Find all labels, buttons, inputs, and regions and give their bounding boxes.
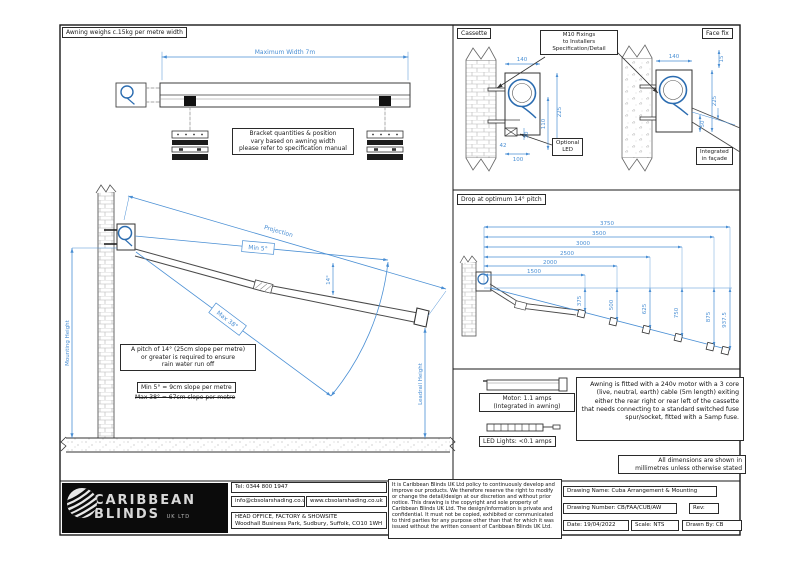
pitch-note-line3: rain water run off (161, 361, 215, 368)
drop-panel-title: Drop at optimum 14° pitch (457, 194, 546, 206)
bracket-detail-left (171, 130, 209, 160)
motor-label: Motor: 1.1 amps (Integrated in awning) (479, 393, 575, 412)
motor-label-line1: Motor: 1.1 amps (502, 395, 552, 402)
brand-line2-text: BLINDS (93, 507, 161, 522)
dim-pitch-angle: 14° (326, 275, 332, 285)
rev-box: Rev: (689, 503, 719, 514)
bracket-note-line1: Bracket quantities & position (249, 130, 337, 137)
pitch-note: A pitch of 14° (25cm slope per metre) or… (120, 344, 256, 371)
integrated-facade-label: Integrated in façade (696, 147, 733, 165)
min-slope-note: Min 5° = 9cm slope per metre (137, 382, 236, 394)
dims-note-line2: millimetres unless otherwise stated (635, 464, 742, 472)
dims-note-line1: All dimensions are shown in (658, 457, 742, 464)
drawing-name-box: Drawing Name: Cuba Arrangement & Mountin… (563, 486, 717, 497)
dim-proj-2500: 2500 (560, 251, 574, 257)
dim-drop-875: 875 (706, 311, 712, 322)
facade-line1: Integrated (700, 149, 729, 155)
email-box[interactable]: info@cbsolarshading.co.uk (231, 496, 305, 507)
led-label: LED Lights: <0.1 amps (479, 436, 556, 448)
cassette-detail: 140 225 110 100 30 42 (465, 46, 563, 172)
led-strip-drawing (486, 423, 561, 432)
logo-roundel-icon (67, 488, 97, 518)
dim-facefix-width: 140 (669, 54, 680, 60)
dim-facefix-top: 15 (719, 55, 725, 62)
pitch-note-line2: or greater is required to ensure (140, 353, 236, 361)
motor-note: Awning is fitted with a 240v motor with … (576, 377, 744, 441)
dim-leadrail-height: Leadrail Height (418, 362, 424, 405)
date-box: Date: 19/04/2022 (563, 520, 629, 531)
office-line1: HEAD OFFICE, FACTORY & SHOWSITE (235, 514, 338, 520)
dim-facefix-bottom: 50 (700, 120, 706, 127)
dim-drop-750: 750 (674, 307, 680, 318)
drop-diagram: 1500 2000 2500 3000 3500 3750 375 500 62… (459, 221, 732, 356)
m10-line3: Specification/Detail (552, 45, 606, 52)
dim-mounting-height: Mounting Height (65, 319, 71, 366)
dim-cassette-width: 140 (517, 57, 528, 63)
pitch-note-line1: A pitch of 14° (25cm slope per metre) (130, 346, 246, 353)
dim-cassette-height: 225 (557, 106, 563, 117)
dim-cassette-bottom: 100 (513, 157, 524, 163)
m10-line1: M10 Fixings (562, 32, 596, 38)
max-slope-note: Max 38° = 67cm slope per metre (135, 394, 236, 402)
company-logo: CARIBBEAN BLINDS UK LTD (62, 483, 228, 533)
dim-proj-3500: 3500 (592, 231, 606, 237)
dim-proj-3750: 3750 (600, 221, 614, 227)
brand-line1: CARIBBEAN (93, 493, 197, 509)
motor-label-line2: (Integrated in awning) (493, 402, 561, 410)
bracket-note-line3: please refer to specification manual (239, 145, 347, 152)
m10-leaders (496, 46, 659, 94)
optional-led-label: Optional LED (552, 138, 584, 156)
brand-text: CARIBBEAN BLINDS UK LTD (94, 494, 196, 521)
motor-drawing (483, 377, 568, 392)
drawn-by-box: Drawn By: CB (682, 520, 742, 531)
dim-drop-625: 625 (642, 303, 648, 314)
bracket-note-line2: vary based on awning width (250, 137, 336, 145)
dim-led-height: 30 (524, 131, 530, 138)
dim-min-angle: Min 5° (248, 244, 268, 253)
dim-drop-937: 937.5 (722, 312, 728, 328)
scale-box: Scale: NTS (631, 520, 679, 531)
m10-line2: to Installers (562, 38, 596, 45)
optional-led-line2: LED (562, 146, 574, 153)
dim-proj-1500: 1500 (527, 269, 541, 275)
plan-view: Maximum Width 7m (115, 49, 411, 160)
brand-line2: BLINDS UK LTD (94, 508, 196, 522)
face-fix-detail: 140 15 225 50 (621, 44, 741, 172)
tel-box: Tel: 0344 800 1947 (231, 482, 387, 493)
bracket-detail-right (366, 130, 404, 160)
facade-line2: in façade (701, 155, 728, 162)
optional-led-line1: Optional (556, 140, 580, 146)
m10-fixings-note: M10 Fixings to Installers Specification/… (540, 30, 618, 55)
face-fix-title: Face fix (702, 28, 733, 40)
dim-led-width: 42 (500, 143, 507, 149)
dim-drop-375: 375 (577, 295, 583, 306)
dim-proj-3000: 3000 (576, 241, 590, 247)
cassette-title: Cassette (457, 28, 492, 40)
office-line2: Woodhall Business Park, Sudbury, Suffolk… (235, 520, 383, 527)
dim-cassette-inner: 110 (541, 118, 547, 129)
legal-text: It is Caribbean Blinds UK Ltd policy to … (388, 479, 562, 539)
dim-max-width: Maximum Width 7m (255, 49, 316, 56)
bracket-note: Bracket quantities & position vary based… (232, 128, 354, 155)
weight-note: Awning weighs c.15kg per metre width (62, 27, 187, 39)
dim-facefix-height: 225 (712, 95, 718, 106)
website-box[interactable]: www.cbsolarshading.co.uk (306, 496, 387, 507)
dimensions-note: All dimensions are shown in millimetres … (618, 455, 746, 474)
dim-proj-2000: 2000 (543, 260, 557, 266)
brand-suffix: UK LTD (166, 514, 191, 520)
drawing-number-box: Drawing Number: CB/FAA/CUB/AW (563, 503, 677, 514)
dim-drop-500: 500 (609, 299, 615, 310)
office-box: HEAD OFFICE, FACTORY & SHOWSITE Woodhall… (231, 512, 387, 530)
